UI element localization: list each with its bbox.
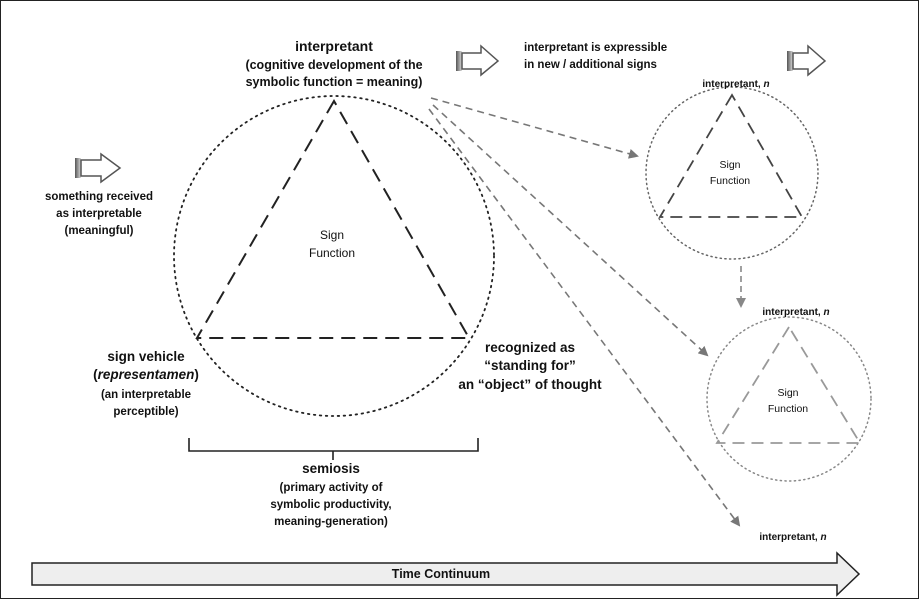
small-triangle-2 <box>715 325 862 444</box>
time-continuum-label: Time Continuum <box>392 567 490 581</box>
interpretant-n-label-1: interpretant, n <box>702 79 769 90</box>
small-function-label-1: Function <box>710 175 750 187</box>
interpretant-n-label-2: interpretant, n <box>762 307 829 318</box>
time-continuum-arrow <box>31 551 861 597</box>
small-function-label-2: Function <box>768 403 808 415</box>
interpretant-n-label-3: interpretant, n <box>759 532 826 543</box>
main-sign-triangle <box>195 98 471 339</box>
recognized-line2: “standing for” <box>484 358 576 373</box>
main-sign-label: Sign <box>320 228 344 242</box>
expressible-line2: in new / additional signs <box>524 59 657 71</box>
semiosis-line3: meaning-generation) <box>274 516 388 528</box>
received-line3: (meaningful) <box>65 225 134 237</box>
semiosis-line1: (primary activity of <box>280 482 383 494</box>
small-sign-label-1: Sign <box>719 159 740 171</box>
small-circle-2 <box>706 316 872 482</box>
arrow-icon-interpretant <box>456 44 500 77</box>
sign-vehicle-line3: (an interpretable <box>101 389 191 401</box>
semiosis-bracket <box>188 438 479 460</box>
semiosis-line2: symbolic productivity, <box>270 499 391 511</box>
interpretant-sub1: (cognitive development of the <box>245 58 422 72</box>
sign-vehicle-title: sign vehicle <box>107 349 185 364</box>
interpretant-title: interpretant <box>295 38 373 54</box>
expressible-line1: interpretant is expressible <box>524 42 667 54</box>
small-triangle-1 <box>658 93 804 218</box>
small-sign-label-2: Sign <box>777 387 798 399</box>
arrow-to-interpretant-n <box>428 108 741 527</box>
semiosis-title: semiosis <box>302 461 360 476</box>
arrow-icon-expressible <box>787 44 827 77</box>
sign-vehicle-representamen: (representamen) <box>93 367 199 382</box>
small-circle-1 <box>645 86 819 260</box>
main-function-label: Function <box>309 246 355 260</box>
recognized-line1: recognized as <box>485 340 575 355</box>
received-line2: as interpretable <box>56 208 142 220</box>
sign-vehicle-line4: perceptible) <box>113 406 178 418</box>
main-semiosis-circle <box>173 95 495 417</box>
arrow-icon-received <box>75 152 122 184</box>
arrow-to-circle-2 <box>432 104 709 357</box>
interpretant-sub2: symbolic function = meaning) <box>246 75 423 89</box>
received-line1: something received <box>45 191 153 203</box>
arrow-to-circle-1 <box>430 97 639 159</box>
recognized-line3: an “object” of thought <box>458 377 602 392</box>
